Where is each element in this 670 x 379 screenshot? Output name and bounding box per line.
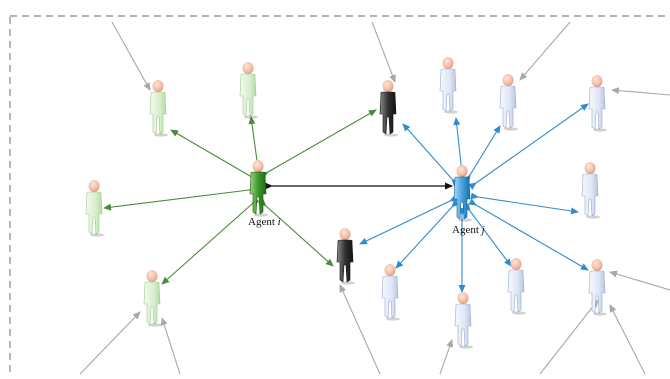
link-j-b5 [395,199,460,269]
agent-figure-b8 [588,259,607,316]
agent-figure-b1 [439,57,458,114]
link-j-k1 [402,123,460,187]
agent-figure-g1 [149,80,168,137]
link-ext-k2 [339,284,381,375]
link-j-b7 [463,203,512,267]
agent-figure-agent-i [249,160,268,217]
agent-figure-k2 [336,228,355,285]
link-ext-g4-b [160,317,181,375]
agent-i-label: Agent i [248,216,281,228]
agent-figure-g4 [143,270,162,327]
link-i-g1 [170,129,258,183]
agent-j-label: Agent j [452,224,485,236]
link-j-b3 [468,103,589,190]
link-ext-b6 [439,339,453,375]
agent-figure-b7 [507,258,526,315]
agent-figure-b3 [588,75,607,132]
link-ext-b8-a [539,299,599,375]
link-ext-b3 [611,87,670,96]
agent-figure-k1 [379,80,398,137]
link-ext-b8 [609,270,670,291]
link-j-b8 [468,198,589,271]
link-j-b2 [463,125,501,183]
agent-figure-b5 [381,264,400,321]
link-ext-g4-a [79,311,141,375]
agent-figure-agent-j [453,165,472,222]
agent-figure-b6 [454,292,473,349]
link-ext-k1 [371,21,396,83]
link-i-g3 [103,185,257,211]
dashed-frame [9,15,670,379]
link-i-k2 [258,198,334,267]
link-j-b4 [470,192,579,215]
agent-figure-b4 [581,162,600,219]
link-j-k2 [359,194,458,245]
link-ext-b8-b [609,304,646,375]
agent-figure-g3 [85,180,104,237]
agent-figure-b2 [499,74,518,131]
link-j-b1 [453,117,467,181]
agent-figure-g2 [239,62,258,119]
link-i-k1 [260,109,377,179]
link-i-g4 [161,196,260,285]
link-ext-b2 [519,21,571,81]
link-ext-g1 [111,21,151,91]
link-i-g2 [248,116,263,176]
